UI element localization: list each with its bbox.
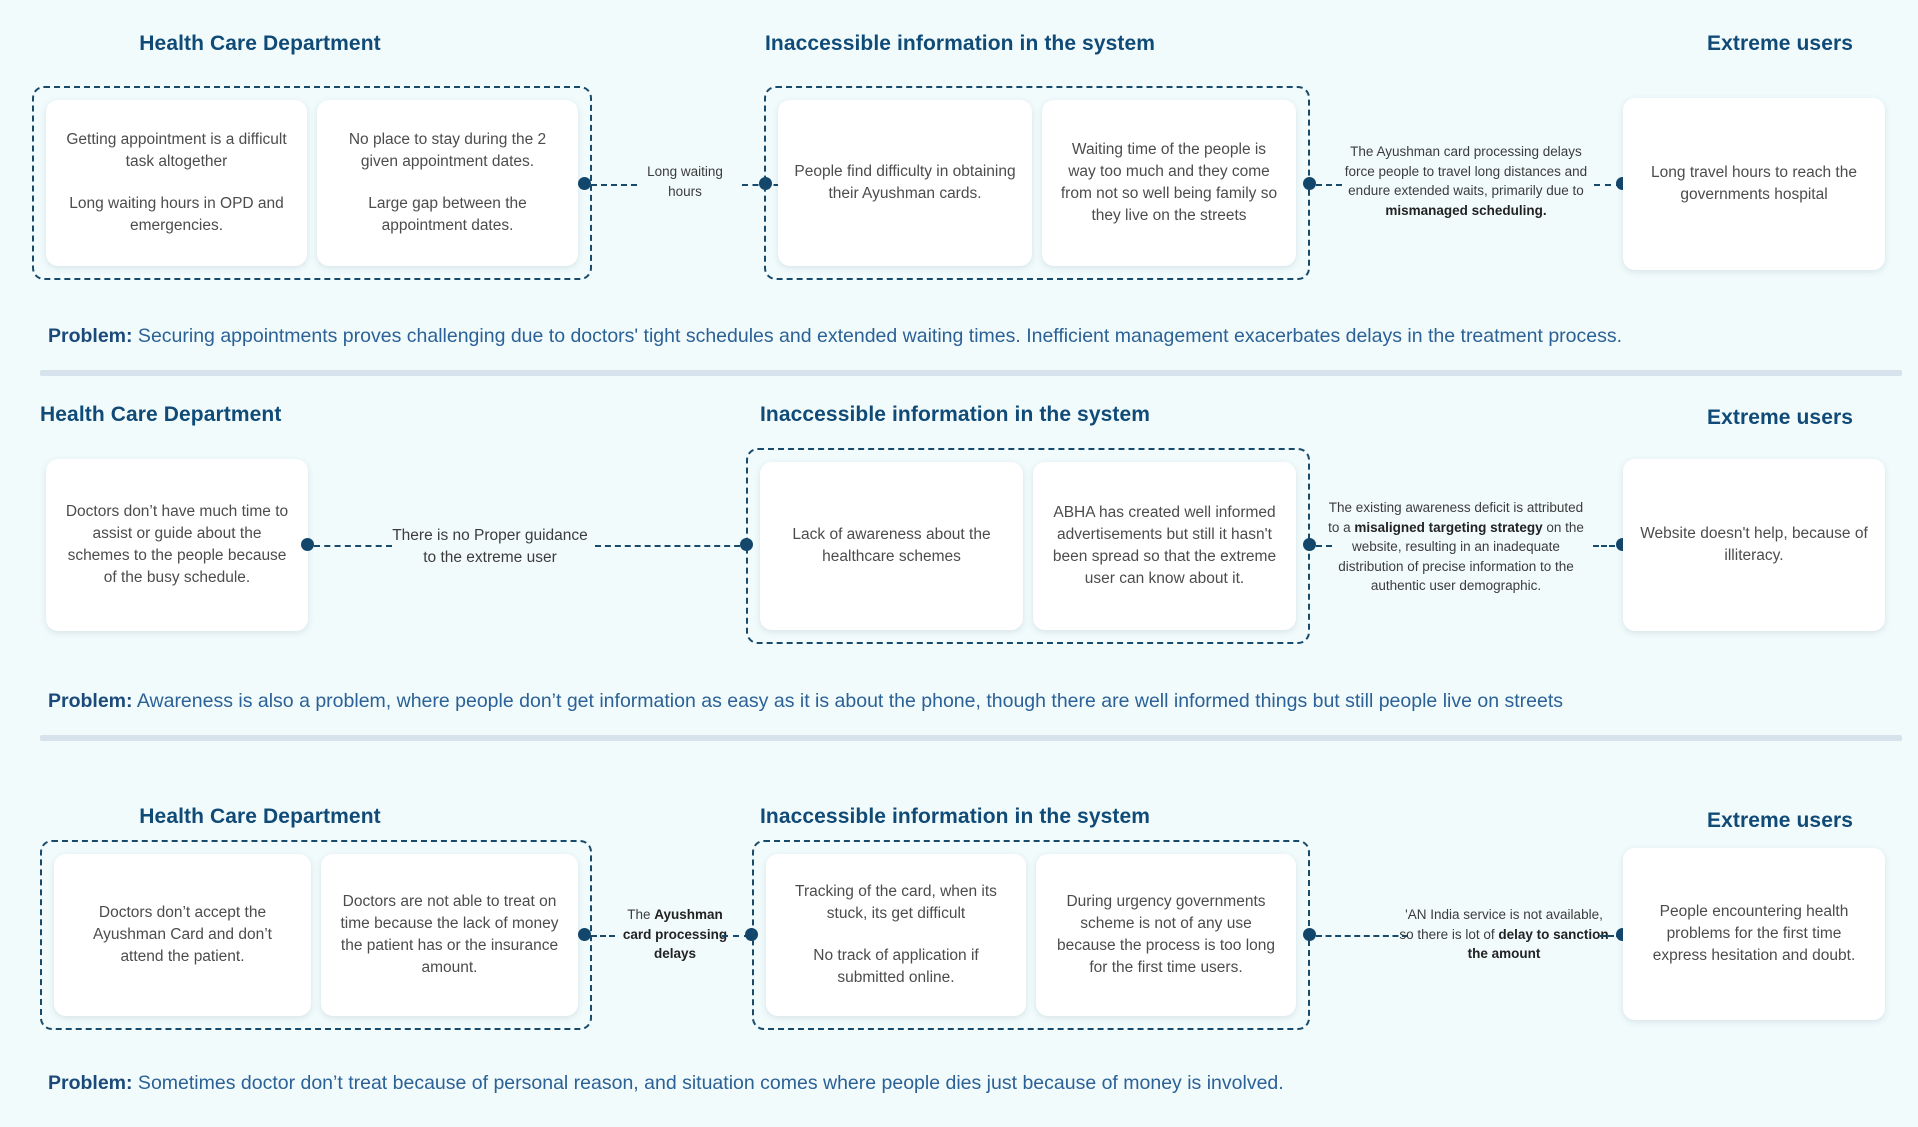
problem-label: Problem: <box>48 1072 133 1094</box>
health-care-card[interactable]: Doctors don’t have much time to assist o… <box>46 459 308 631</box>
connector-dot <box>1303 928 1316 941</box>
issue-card[interactable]: Doctors don’t accept the Ayushman Card a… <box>54 854 311 1016</box>
problem-text: Sometimes doctor don’t treat because of … <box>132 1072 1284 1094</box>
problem-text: Securing appointments proves challenging… <box>132 325 1623 347</box>
card-line: Waiting time of the people is way too mu… <box>1060 141 1278 224</box>
problem-statement-row-3: Problem: Sometimes doctor don’t treat be… <box>48 1072 1284 1095</box>
system-group-row-1: People find difficulty in obtaining thei… <box>764 86 1310 280</box>
connector-text-bold: mismanaged scheduling. <box>1385 202 1547 218</box>
connector-label-row3-right: 'AN India service is not available, so t… <box>1398 905 1610 964</box>
card-line: Large gap between the appointment dates. <box>368 195 527 234</box>
issue-card[interactable]: ABHA has created well informed advertise… <box>1033 462 1296 630</box>
column-title-health-care-department: Health Care Department <box>139 32 381 55</box>
column-title-extreme-users: Extreme users <box>1706 32 1854 55</box>
connector-line <box>722 935 750 937</box>
connector-dot <box>578 928 591 941</box>
connector-line <box>595 545 750 547</box>
connector-line <box>1600 935 1622 937</box>
issue-card[interactable]: No place to stay during the 2 given appo… <box>317 100 578 266</box>
connector-text: There is no Proper guidance to the extre… <box>392 527 588 567</box>
connector-line <box>314 545 392 547</box>
issue-card[interactable]: Doctors are not able to treat on time be… <box>321 854 578 1016</box>
card-line: ABHA has created well informed advertise… <box>1052 504 1277 587</box>
issue-card[interactable]: Tracking of the card, when its stuck, it… <box>766 854 1026 1016</box>
connector-dot <box>301 538 314 551</box>
connector-line <box>1593 545 1623 547</box>
connector-line <box>591 184 637 186</box>
connector-label-row2-left: There is no Proper guidance to the extre… <box>390 525 590 570</box>
connector-text: Long waiting hours <box>647 164 723 199</box>
card-line: Doctors don’t accept the Ayushman Card a… <box>93 904 272 965</box>
connector-text: 'AN India service is not available, so t… <box>1399 907 1603 942</box>
column-title-health-care-department: Health Care Department <box>139 805 381 828</box>
connector-text-bold: delay to sanction the amount <box>1467 926 1609 962</box>
extreme-user-card[interactable]: Long travel hours to reach the governmen… <box>1623 98 1885 270</box>
extreme-user-card[interactable]: People encountering health problems for … <box>1623 848 1885 1020</box>
card-line: People encountering health problems for … <box>1652 903 1856 964</box>
problem-label: Problem: <box>48 690 133 712</box>
column-title-extreme-users: Extreme users <box>1706 809 1854 832</box>
issue-card[interactable]: Waiting time of the people is way too mu… <box>1042 100 1296 266</box>
connector-dot <box>745 928 758 941</box>
health-care-group-row-1: Getting appointment is a difficult task … <box>32 86 592 280</box>
column-title-inaccessible-information: Inaccessible information in the system <box>759 805 1151 828</box>
card-line: Getting appointment is a difficult task … <box>66 131 287 170</box>
problem-label: Problem: <box>48 325 133 347</box>
connector-text-bold: misaligned targeting strategy <box>1354 519 1543 535</box>
connector-label-row1-right: The Ayushman card processing delays forc… <box>1340 142 1592 220</box>
issue-card[interactable]: During urgency governments scheme is not… <box>1036 854 1296 1016</box>
connector-line <box>1316 935 1408 937</box>
health-care-group-row-3: Doctors don’t accept the Ayushman Card a… <box>40 840 592 1030</box>
card-line: Long travel hours to reach the governmen… <box>1651 164 1857 203</box>
section-divider <box>40 370 1902 376</box>
issue-card[interactable]: Lack of awareness about the healthcare s… <box>760 462 1023 630</box>
card-line: Lack of awareness about the healthcare s… <box>792 526 991 565</box>
connector-text: The <box>627 907 655 922</box>
problem-text: Awareness is also a problem, where peopl… <box>132 690 1563 712</box>
card-line: Doctors are not able to treat on time be… <box>340 893 559 976</box>
connector-text-bold: Ayushman card processing delays <box>622 907 728 962</box>
column-title-health-care-department: Health Care Department <box>40 403 282 426</box>
connector-line <box>591 935 615 937</box>
problem-statement-row-1: Problem: Securing appointments proves ch… <box>48 325 1622 348</box>
extreme-user-card[interactable]: Website doesn't help, because of illiter… <box>1623 459 1885 631</box>
connector-line <box>1316 184 1342 186</box>
connector-dot <box>578 177 591 190</box>
connector-dot <box>1303 177 1316 190</box>
connector-text: The existing awareness deficit is attrib… <box>1328 500 1584 535</box>
card-line: Tracking of the card, when its stuck, it… <box>795 883 997 922</box>
connector-text: on the website, resulting in an inadequa… <box>1338 519 1584 594</box>
connector-line <box>1316 545 1332 547</box>
connector-label-row2-right: The existing awareness deficit is attrib… <box>1325 498 1587 596</box>
issue-card[interactable]: People find difficulty in obtaining thei… <box>778 100 1032 266</box>
connector-label-row1-left: Long waiting hours <box>630 162 740 201</box>
connector-line <box>1594 184 1622 186</box>
connector-text: The Ayushman card processing delays forc… <box>1344 144 1588 199</box>
card-line: No place to stay during the 2 given appo… <box>348 131 547 170</box>
issue-card[interactable]: Getting appointment is a difficult task … <box>46 100 307 266</box>
card-line: Doctors don’t have much time to assist o… <box>65 503 289 586</box>
card-line: During urgency governments scheme is not… <box>1057 893 1275 976</box>
card-line: No track of application if submitted onl… <box>813 947 979 986</box>
system-group-row-2: Lack of awareness about the healthcare s… <box>746 448 1310 644</box>
column-title-inaccessible-information: Inaccessible information in the system <box>759 403 1151 426</box>
problem-statement-row-2: Problem: Awareness is also a problem, wh… <box>48 690 1563 713</box>
system-group-row-3: Tracking of the card, when its stuck, it… <box>752 840 1310 1030</box>
connector-label-row3-left: The Ayushman card processing delays <box>613 905 737 964</box>
card-line: Long waiting hours in OPD and emergencie… <box>69 195 284 234</box>
connector-dot <box>1303 538 1316 551</box>
card-line: People find difficulty in obtaining thei… <box>794 163 1016 202</box>
column-title-inaccessible-information: Inaccessible information in the system <box>764 32 1156 55</box>
card-line: Website doesn't help, because of illiter… <box>1640 525 1868 564</box>
section-divider <box>40 735 1902 741</box>
column-title-extreme-users: Extreme users <box>1706 406 1854 429</box>
